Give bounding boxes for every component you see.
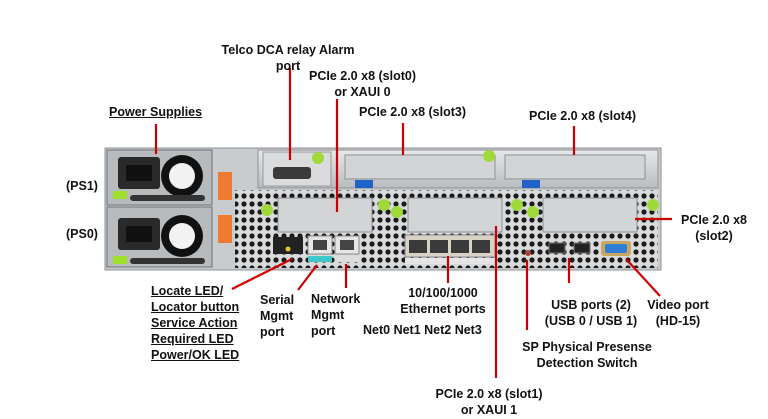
label-line: USB ports (2) bbox=[551, 298, 631, 312]
label-line: Locate LED/ bbox=[151, 284, 224, 298]
ethernet-ports[interactable] bbox=[404, 234, 496, 264]
label-slot2: PCIe 2.0 x8 (slot2) bbox=[675, 212, 753, 244]
label-line: Video port bbox=[647, 298, 709, 312]
label-line: Ethernet ports bbox=[400, 302, 486, 316]
label-line: Power Supplies bbox=[109, 105, 203, 119]
label-net-ports: Net0 Net1 Net2 Net3 bbox=[363, 323, 482, 337]
thumbscrew[interactable] bbox=[312, 152, 324, 164]
label-line: Telco DCA relay Alarm bbox=[221, 43, 355, 57]
label-sp-switch: SP Physical Presense Detection Switch bbox=[512, 339, 662, 371]
sp-presence-switch[interactable] bbox=[525, 250, 531, 256]
label-line: Detection Switch bbox=[536, 356, 638, 370]
thumbscrew[interactable] bbox=[261, 204, 273, 216]
label-line: PCIe 2.0 x8 (slot0) bbox=[309, 69, 416, 83]
thumbscrew[interactable] bbox=[511, 199, 523, 211]
pcie-slot3-bracket bbox=[344, 154, 496, 180]
label-power-supplies: Power Supplies bbox=[109, 104, 202, 120]
ps1-tag bbox=[218, 172, 232, 200]
label-line: Power/OK LED bbox=[151, 348, 240, 362]
label-ethernet: 10/100/1000 Ethernet ports bbox=[388, 285, 498, 317]
label-network-mgmt: Network Mgmt port bbox=[311, 291, 360, 339]
ps0-tag bbox=[218, 215, 232, 243]
label-line: port bbox=[275, 59, 301, 73]
status-led-panel[interactable] bbox=[273, 237, 303, 254]
callout-status-leds bbox=[231, 258, 293, 290]
video-port[interactable] bbox=[601, 241, 631, 256]
label-serial-mgmt: Serial Mgmt port bbox=[260, 292, 294, 340]
label-line: port bbox=[311, 324, 336, 338]
label-line: Serial bbox=[260, 293, 295, 307]
pcie-slot1-bracket bbox=[407, 197, 503, 233]
label-line: (slot2) bbox=[695, 229, 733, 243]
label-slot4: PCIe 2.0 x8 (slot4) bbox=[529, 109, 636, 123]
power-supply-ps1 bbox=[106, 149, 213, 206]
label-line: or XAUI 1 bbox=[460, 403, 518, 417]
thumbscrew[interactable] bbox=[527, 206, 539, 218]
label-usb: USB ports (2) (USB 0 / USB 1) bbox=[538, 297, 644, 329]
label-line: SP Physical Presense bbox=[522, 340, 652, 354]
label-slot1: PCIe 2.0 x8 (slot1) or XAUI 1 bbox=[424, 386, 554, 418]
power-supply-ps0 bbox=[106, 206, 213, 268]
label-line: Service Action bbox=[151, 316, 238, 330]
label-video: Video port (HD-15) bbox=[642, 297, 714, 329]
thumbscrew[interactable] bbox=[647, 199, 659, 211]
callout-video bbox=[625, 258, 661, 297]
label-line: PCIe 2.0 x8 (slot1) bbox=[435, 387, 543, 401]
usb-ports[interactable] bbox=[548, 242, 591, 254]
label-ps0: (PS0) bbox=[66, 227, 98, 241]
pcie-slot2-bracket bbox=[542, 197, 638, 233]
thumbscrew[interactable] bbox=[483, 150, 495, 162]
label-line: port bbox=[260, 325, 285, 339]
thumbscrew[interactable] bbox=[378, 199, 390, 211]
label-slot0: PCIe 2.0 x8 (slot0) or XAUI 0 bbox=[290, 68, 435, 100]
power-ok-led-icon bbox=[285, 246, 291, 252]
thumbscrew[interactable] bbox=[391, 206, 403, 218]
serial-mgmt-port[interactable] bbox=[307, 235, 333, 262]
network-mgmt-port[interactable] bbox=[334, 235, 360, 262]
release-latch[interactable] bbox=[113, 256, 127, 264]
callout-serial-mgmt bbox=[297, 264, 318, 291]
pcie-slot0-bracket bbox=[277, 197, 373, 233]
label-line: Locator button bbox=[151, 300, 240, 314]
label-line: Mgmt bbox=[260, 309, 294, 323]
label-slot3: PCIe 2.0 x8 (slot3) bbox=[359, 105, 466, 119]
label-line: 10/100/1000 bbox=[408, 286, 478, 300]
release-latch[interactable] bbox=[113, 191, 127, 199]
label-ps1: (PS1) bbox=[66, 179, 98, 193]
label-telco-alarm: Telco DCA relay Alarm port bbox=[188, 42, 388, 74]
label-line: or XAUI 0 bbox=[334, 85, 391, 99]
label-line: Required LED bbox=[151, 332, 234, 346]
label-line: Mgmt bbox=[311, 308, 345, 322]
label-status-leds: Locate LED/ Locator button Service Actio… bbox=[151, 283, 239, 363]
label-line: Network bbox=[311, 292, 361, 306]
label-line: PCIe 2.0 x8 bbox=[680, 213, 747, 227]
label-line: (HD-15) bbox=[655, 314, 701, 328]
label-line: (USB 0 / USB 1) bbox=[544, 314, 638, 328]
